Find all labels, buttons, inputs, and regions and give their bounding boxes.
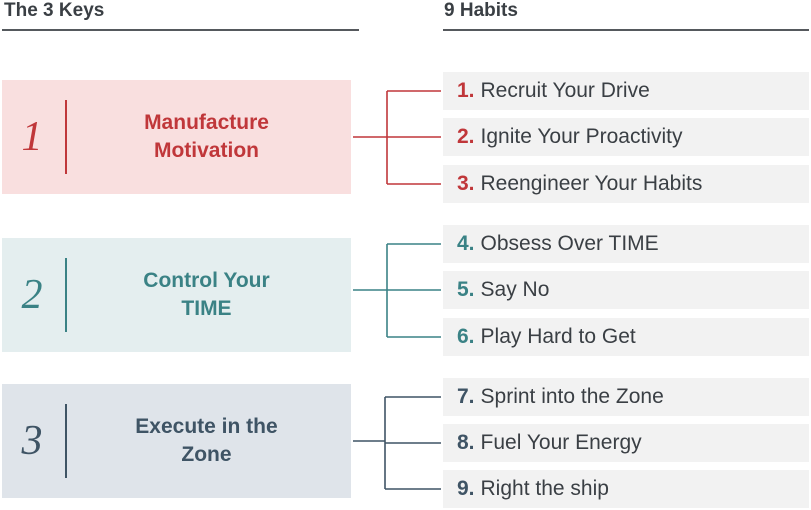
habit-number-8: 8. xyxy=(457,431,475,454)
habit-label-5: Say No xyxy=(480,278,550,301)
keys-header-rule xyxy=(2,29,359,31)
habit-number-2: 2. xyxy=(457,125,475,148)
key-box-3: 3 Execute in the Zone xyxy=(2,384,351,498)
habit-number-4: 4. xyxy=(457,232,475,255)
habit-item-1: 1. Recruit Your Drive xyxy=(443,72,809,110)
key-number-2: 2 xyxy=(21,272,43,318)
key-title-2: Control Your TIME xyxy=(143,269,270,320)
habit-item-3: 3. Reengineer Your Habits xyxy=(443,165,809,203)
habit-item-4: 4. Obsess Over TIME xyxy=(443,225,809,263)
habit-label-4: Obsess Over TIME xyxy=(480,232,659,255)
habit-label-9: Right the ship xyxy=(480,477,609,500)
key-box-1: 1 Manufacture Motivation xyxy=(2,80,351,194)
key-box-2: 2 Control Your TIME xyxy=(2,238,351,352)
habit-label-8: Fuel Your Energy xyxy=(480,431,642,454)
key-number-3: 3 xyxy=(21,418,43,464)
habit-label-3: Reengineer Your Habits xyxy=(480,172,703,195)
habits-header-rule xyxy=(443,29,809,31)
key-divider-2 xyxy=(65,258,67,332)
keys-column-header: The 3 Keys xyxy=(4,0,105,21)
habit-label-2: Ignite Your Proactivity xyxy=(480,125,683,148)
habit-number-9: 9. xyxy=(457,477,475,500)
habit-item-2: 2. Ignite Your Proactivity xyxy=(443,118,809,156)
habit-label-7: Sprint into the Zone xyxy=(480,385,664,408)
key-divider-1 xyxy=(65,100,67,174)
key-divider-3 xyxy=(65,404,67,478)
habit-number-1: 1. xyxy=(457,79,475,102)
key-title-1: Manufacture Motivation xyxy=(144,111,269,162)
habit-item-7: 7. Sprint into the Zone xyxy=(443,378,809,416)
habit-item-5: 5. Say No xyxy=(443,271,809,309)
habits-column-header: 9 Habits xyxy=(444,0,518,21)
habit-number-6: 6. xyxy=(457,325,475,348)
habit-label-1: Recruit Your Drive xyxy=(480,79,650,102)
habit-number-5: 5. xyxy=(457,278,475,301)
habit-item-9: 9. Right the ship xyxy=(443,470,809,508)
habit-number-7: 7. xyxy=(457,385,475,408)
habit-item-8: 8. Fuel Your Energy xyxy=(443,424,809,462)
key-number-1: 1 xyxy=(21,114,43,160)
habit-item-6: 6. Play Hard to Get xyxy=(443,318,809,356)
habit-label-6: Play Hard to Get xyxy=(480,325,636,348)
key-title-3: Execute in the Zone xyxy=(135,415,278,466)
habit-number-3: 3. xyxy=(457,172,475,195)
